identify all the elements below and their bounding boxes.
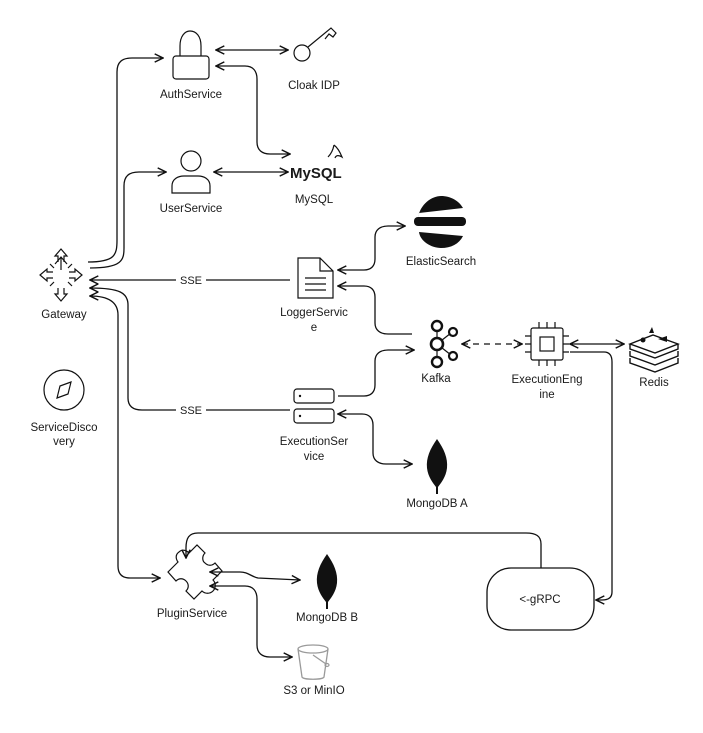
cloak-idp-node[interactable]: Cloak IDP — [288, 27, 340, 92]
auth-service-label: AuthService — [160, 89, 222, 101]
execution-engine-node[interactable]: ExecutionEng ine — [512, 322, 583, 401]
service-discovery-label-2: very — [53, 436, 75, 448]
edge-engine-grpc — [570, 351, 613, 600]
compass-icon — [43, 369, 85, 411]
redis-icon — [628, 327, 680, 373]
sse-label-execution: SSE — [180, 405, 202, 417]
grpc-label: <-gRPC — [519, 594, 560, 606]
execution-service-label-2: vice — [304, 451, 324, 463]
elasticsearch-icon — [414, 196, 466, 248]
service-discovery-node[interactable]: ServiceDisco very — [30, 369, 98, 448]
puzzle-icon — [167, 544, 223, 600]
redis-label: Redis — [639, 377, 669, 389]
edge-gateway-auth — [87, 58, 163, 263]
user-service-label: UserService — [160, 203, 223, 215]
router-arrows-icon — [39, 248, 83, 302]
edge-execution-kafka — [338, 350, 414, 397]
elasticsearch-label: ElasticSearch — [406, 256, 476, 268]
edge-gateway-plugin — [90, 296, 160, 578]
edge-execution-mongoA — [338, 414, 412, 464]
redis-node[interactable]: Redis — [628, 327, 680, 389]
edge-gateway-execution — [90, 288, 290, 411]
lock-icon — [179, 30, 202, 56]
gateway-label: Gateway — [41, 309, 87, 321]
edge-logger-kafka — [338, 286, 412, 335]
execution-service-node[interactable]: ExecutionSer vice — [280, 388, 349, 463]
auth-service-node[interactable]: AuthService — [160, 30, 222, 101]
edge-grpc-plugin — [186, 532, 542, 568]
sse-label-logger: SSE — [180, 275, 202, 287]
key-icon — [293, 27, 337, 62]
document-icon — [297, 257, 334, 299]
edge-auth-mysql — [216, 66, 290, 154]
mongodb-leaf-icon — [316, 554, 338, 609]
grpc-node[interactable]: <-gRPC — [486, 567, 595, 631]
plugin-service-label: PluginService — [157, 608, 227, 620]
lock-body — [172, 55, 210, 80]
elasticsearch-node[interactable]: ElasticSearch — [406, 196, 476, 268]
cpu-chip-icon — [525, 322, 569, 366]
mongodb-leaf-icon — [426, 439, 448, 494]
edge-plugin-mongoB — [210, 572, 300, 580]
logger-service-label-2: e — [311, 322, 317, 334]
user-icon — [171, 150, 211, 194]
mongodb-a-label: MongoDB A — [406, 498, 468, 510]
edge-plugin-s3 — [210, 586, 292, 657]
kafka-node[interactable]: Kafka — [421, 319, 459, 385]
mysql-node[interactable]: MySQL MySQL — [290, 144, 344, 206]
mysql-logo-text: MySQL — [290, 165, 342, 182]
grpc-box — [486, 567, 595, 631]
cloak-idp-label: Cloak IDP — [288, 80, 340, 92]
mongodb-b-label: MongoDB B — [296, 612, 358, 624]
s3-node[interactable]: S3 or MinIO — [283, 644, 345, 697]
bucket-icon — [297, 644, 330, 680]
mongodb-a-node[interactable]: MongoDB A — [406, 439, 468, 510]
execution-engine-label-2: ine — [539, 389, 554, 401]
mysql-logo-icon: MySQL — [290, 144, 344, 182]
edge-gateway-user — [89, 172, 166, 269]
logger-service-node[interactable]: LoggerServic e — [280, 257, 348, 334]
user-service-node[interactable]: UserService — [160, 150, 223, 215]
server-boxes-icon — [293, 388, 335, 424]
kafka-icon — [429, 319, 459, 369]
execution-service-label-1: ExecutionSer — [280, 436, 349, 448]
mysql-label: MySQL — [295, 194, 334, 206]
logger-service-label-1: LoggerServic — [280, 307, 348, 319]
plugin-service-node[interactable]: PluginService — [157, 544, 227, 620]
edge-logger-elastic — [338, 226, 405, 270]
service-discovery-label-1: ServiceDisco — [30, 422, 97, 434]
s3-label: S3 or MinIO — [283, 685, 344, 697]
execution-engine-label-1: ExecutionEng — [512, 374, 583, 386]
gateway-node[interactable]: Gateway — [39, 248, 87, 321]
kafka-label: Kafka — [421, 373, 451, 385]
mongodb-b-node[interactable]: MongoDB B — [296, 554, 358, 624]
